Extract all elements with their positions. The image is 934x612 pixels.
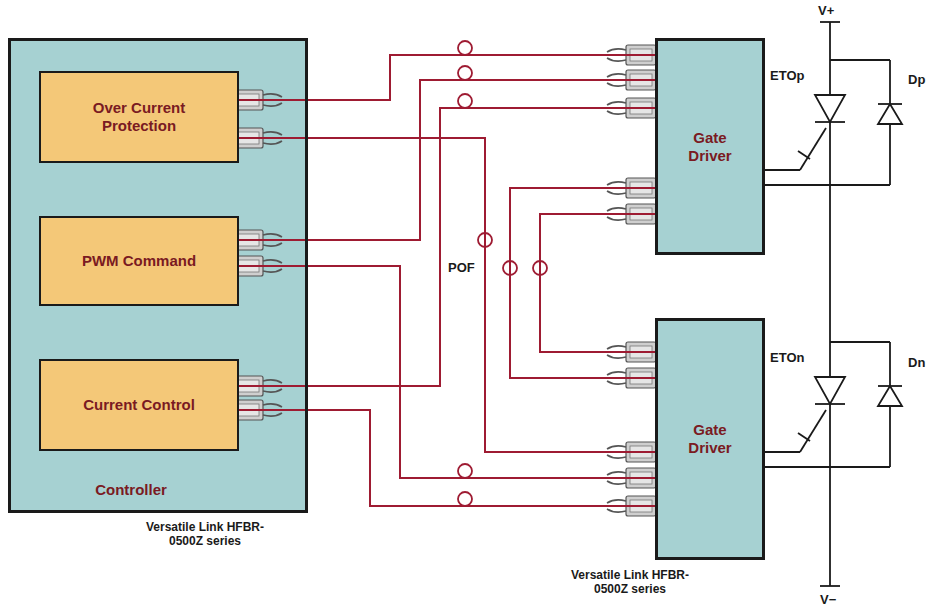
fiber-link — [510, 188, 655, 378]
node-text: Gate Driver — [670, 421, 750, 457]
node-text: Controller — [11, 481, 251, 498]
controller-fill — [8, 38, 308, 513]
node-text: Current Control — [83, 396, 195, 414]
part-label: Versatile Link HFBR-0500Z series — [555, 568, 705, 597]
function-block: Over Current Protection — [39, 71, 239, 163]
fiber-link — [239, 266, 655, 478]
component-label: Dn — [908, 355, 925, 371]
function-block: Current Control — [39, 359, 239, 451]
node-text: Over Current Protection — [74, 99, 204, 135]
component-label: Dp — [908, 72, 925, 88]
component-label: V− — [820, 592, 836, 608]
fiber-link — [239, 80, 655, 240]
fiber-connector — [607, 45, 656, 516]
fiber-link — [239, 55, 655, 100]
gate-driver-box: Gate Driver — [655, 318, 765, 560]
fiber-link — [540, 214, 655, 352]
fiber-link — [239, 108, 655, 386]
component-label: ETOn — [770, 350, 804, 366]
gate-driver-box: Gate Driver — [655, 38, 765, 255]
power-circuit — [765, 22, 902, 586]
component-label: ETOp — [770, 68, 804, 84]
node-text: PWM Command — [82, 252, 196, 270]
fiber-connector — [233, 90, 282, 420]
fiber-link — [239, 138, 655, 452]
part-label: Versatile Link HFBR-0500Z series — [130, 520, 280, 549]
controller-box: Controller Over Current ProtectionPWM Com… — [8, 38, 308, 513]
function-block: PWM Command — [39, 216, 239, 306]
component-label: V+ — [818, 3, 834, 19]
fiber-link — [239, 410, 655, 506]
medium-label: POF — [446, 260, 477, 276]
node-text: Gate Driver — [670, 129, 750, 165]
